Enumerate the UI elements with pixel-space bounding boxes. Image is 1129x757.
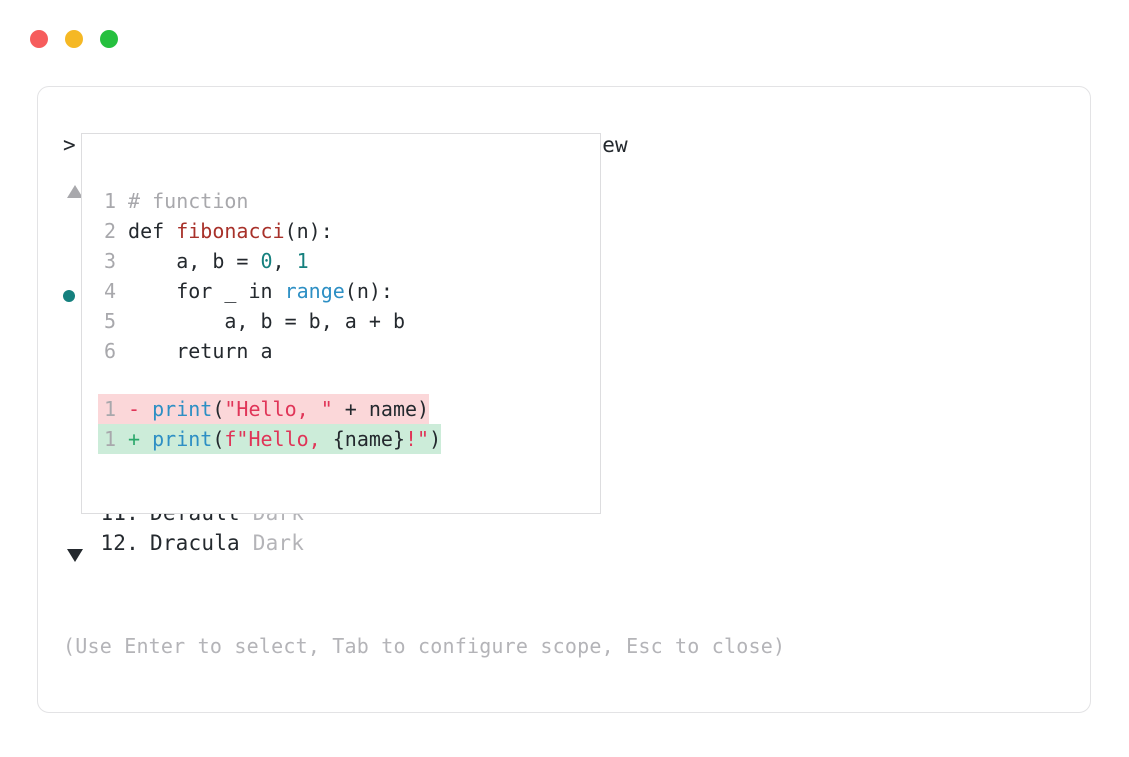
code-token: def (116, 219, 177, 243)
code-token: ) (429, 427, 442, 451)
maximize-window-button[interactable] (100, 30, 118, 48)
close-window-button[interactable] (30, 30, 48, 48)
selection-indicator (63, 281, 93, 311)
theme-picker-card: > Select Theme 1.ANSI Light2.Ayu Light3.… (37, 86, 1091, 713)
code-token: print (152, 397, 213, 421)
line-number: 1 (103, 427, 116, 451)
code-token: , (272, 249, 297, 273)
code-line: 5 a, b = b, a + b (98, 306, 441, 336)
preview-column: Preview (538, 132, 1068, 158)
code-token: return a (116, 339, 273, 363)
code-token: !" (405, 427, 430, 451)
code-token: fibonacci (176, 219, 285, 243)
code-token: range (284, 279, 345, 303)
code-token: a, b = b, a + b (116, 309, 405, 333)
diff-line: 1 - print("Hello, " + name) (98, 394, 430, 424)
window-traffic-lights (30, 30, 118, 48)
code-line: 2 def fibonacci(n): (98, 216, 441, 246)
code-token: ( (212, 397, 225, 421)
preview-title: Preview (538, 132, 1068, 158)
minimize-window-button[interactable] (65, 30, 83, 48)
line-number: 3 (103, 249, 116, 273)
line-number: 1 (103, 397, 116, 421)
code-token: (n): (284, 219, 333, 243)
code-token: # function (116, 189, 249, 213)
theme-item-number: 12. (100, 531, 139, 555)
code-line: 6 return a (98, 336, 441, 366)
code-token: for _ in (116, 279, 285, 303)
code-line: 1 # function (98, 186, 441, 216)
triangle-down-icon (67, 549, 83, 581)
diff-sign: - (116, 397, 153, 421)
code-token: f"Hello, (224, 427, 333, 451)
code-token: print (152, 427, 213, 451)
code-line: 4 for _ in range(n): (98, 276, 441, 306)
code-token: + name) (332, 397, 430, 421)
code-token: "Hello, " (224, 397, 333, 421)
selected-dot-icon (63, 290, 75, 302)
code-line: 3 a, b = 0, 1 (98, 246, 441, 276)
code-spacer (98, 366, 441, 394)
line-number: 1 (103, 189, 116, 213)
code-token: {name} (332, 427, 406, 451)
keyboard-hint: (Use Enter to select, Tab to configure s… (63, 634, 786, 658)
diff-line: 1 + print(f"Hello, {name}!") (98, 424, 442, 454)
line-number: 4 (103, 279, 116, 303)
code-token: 0 (260, 249, 273, 273)
theme-list-item[interactable]: 12. Dracula Dark (63, 520, 543, 555)
code-token: (n): (344, 279, 393, 303)
code-token: ( (212, 427, 225, 451)
theme-item-label: Dracula (150, 531, 240, 555)
selection-indicator (63, 520, 93, 550)
card-columns: > Select Theme 1.ANSI Light2.Ayu Light3.… (38, 87, 1090, 712)
line-number: 6 (103, 339, 116, 363)
theme-item-variant: Dark (239, 531, 305, 555)
diff-sign: + (116, 427, 153, 451)
line-number: 2 (103, 219, 116, 243)
code-token: a, b = (116, 249, 261, 273)
line-number: 5 (103, 309, 116, 333)
code-token: 1 (296, 249, 309, 273)
